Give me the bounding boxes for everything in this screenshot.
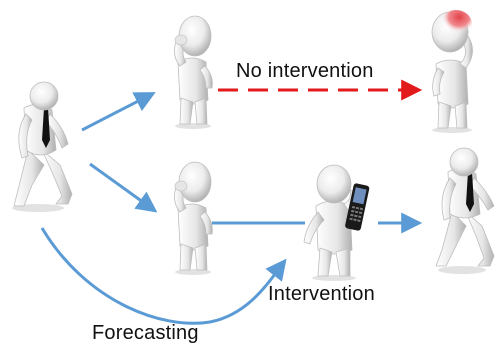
label-forecasting: Forecasting — [92, 322, 199, 344]
arrow-to-top-branch — [81, 92, 156, 132]
tie-icon — [466, 172, 474, 212]
phone-figure — [303, 164, 370, 281]
label-no-intervention: No intervention — [236, 60, 374, 82]
worried-figure-top — [174, 15, 213, 129]
worried-figure-middle — [174, 161, 213, 275]
walking-businessman-figure — [12, 81, 73, 212]
arrow-to-middle-branch — [89, 162, 158, 213]
mobile-phone-icon — [345, 183, 370, 231]
headache-icon — [440, 10, 472, 38]
tie-icon — [42, 108, 50, 148]
headache-figure — [431, 10, 473, 133]
recovered-businessman-figure — [435, 147, 495, 274]
label-intervention: Intervention — [268, 283, 375, 305]
forecasting-arrow — [40, 227, 287, 325]
